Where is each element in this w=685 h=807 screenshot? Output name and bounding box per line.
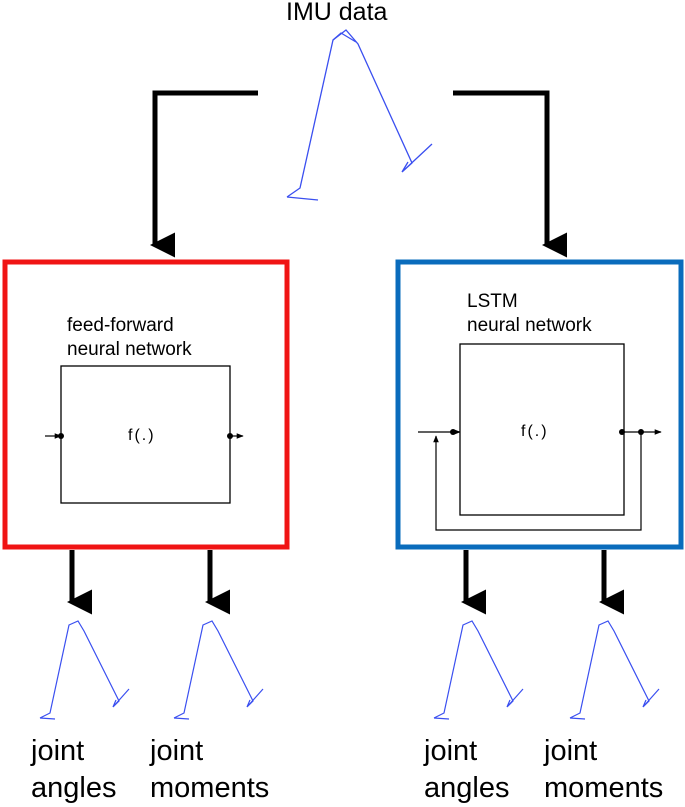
output-lstm-angles: joint angles xyxy=(424,733,509,807)
ffn-function-label: f(.) xyxy=(128,427,156,444)
ffn-output-node xyxy=(227,433,233,439)
lstm-input-node xyxy=(450,429,456,435)
arrow-to-ffn xyxy=(150,90,258,258)
output-lstm-angles-line1: joint xyxy=(424,735,478,767)
ffn-box xyxy=(2,259,290,550)
ffn-label-line2: neural network xyxy=(67,339,192,360)
lstm-output-node-a xyxy=(619,429,625,435)
output-leg-icon-1 xyxy=(39,620,130,720)
lstm-label-line2: neural network xyxy=(467,315,592,336)
output-ffn-angles-line2: angles xyxy=(31,772,117,804)
lstm-recurrent-loop xyxy=(433,432,642,531)
imu-leg-icon xyxy=(286,29,433,201)
lstm-box xyxy=(395,259,684,550)
lstm-label-line1: LSTM xyxy=(467,291,518,312)
output-ffn-moments-line1: joint xyxy=(150,735,204,767)
output-lstm-moments-line2: moments xyxy=(544,772,664,804)
output-leg-icon-4 xyxy=(569,620,660,720)
output-ffn-angles: joint angles xyxy=(31,733,116,807)
output-ffn-moments-line2: moments xyxy=(150,772,270,804)
output-leg-icon-3 xyxy=(433,620,524,720)
arrow-to-lstm xyxy=(453,90,567,258)
output-lstm-moments: joint moments xyxy=(544,733,663,807)
ffn-label-line1: feed-forward xyxy=(67,315,174,336)
ffn-input-node xyxy=(58,433,64,439)
output-ffn-angles-line1: joint xyxy=(31,735,85,767)
output-leg-icon-2 xyxy=(173,620,264,720)
output-lstm-moments-line1: joint xyxy=(544,735,598,767)
lstm-function-label: f(.) xyxy=(521,423,549,440)
output-lstm-angles-line2: angles xyxy=(424,772,510,804)
output-ffn-moments: joint moments xyxy=(150,733,269,807)
diagram-title: IMU data xyxy=(286,0,388,26)
